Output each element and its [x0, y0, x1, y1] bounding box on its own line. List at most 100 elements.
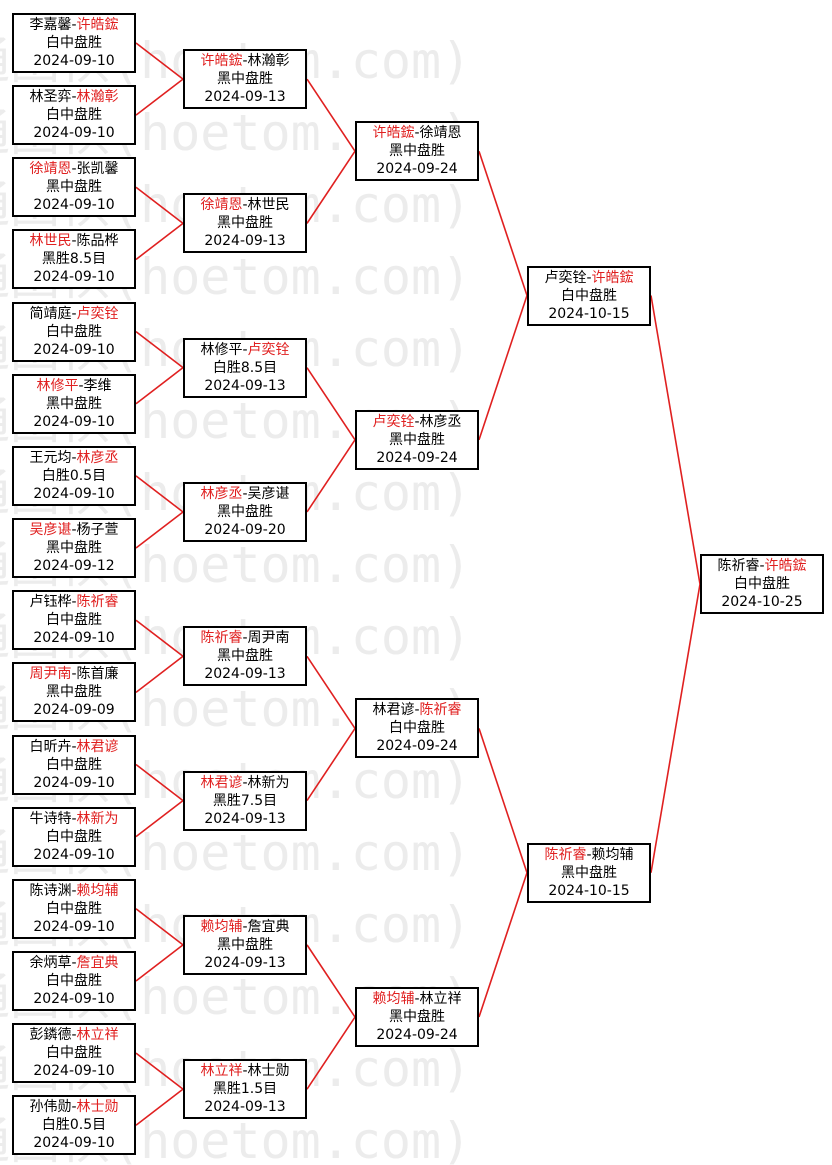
white-player: 陈品桦	[76, 233, 119, 249]
black-player: 卢奕铨	[372, 414, 415, 430]
player-separator: -	[586, 847, 592, 863]
match-result: 黑中盘胜	[217, 504, 273, 520]
black-player: 周尹南	[29, 666, 72, 682]
match-date: 2024-09-10	[33, 125, 115, 141]
bracket-line	[135, 1088, 184, 1126]
bracket-line	[135, 222, 184, 261]
white-player: 陈祈睿	[76, 594, 119, 610]
match-date: 2024-10-15	[548, 306, 630, 322]
match-players: 陈祈睿-周尹南	[185, 629, 305, 647]
match-result: 黑中盘胜	[389, 1009, 445, 1025]
match-date: 2024-09-10	[33, 630, 115, 646]
bracket-line	[306, 1016, 356, 1090]
white-player: 卢奕铨	[247, 342, 290, 358]
bracket-line	[306, 150, 356, 224]
bracket-line	[135, 1052, 184, 1090]
black-player: 陈祈睿	[717, 558, 760, 574]
bracket-line	[306, 727, 356, 802]
match-result: 白中盘胜	[46, 973, 102, 989]
white-player: 李维	[83, 378, 112, 394]
bracket-line	[135, 655, 184, 693]
black-player: 卢钰桦	[29, 594, 72, 610]
match-date: 2024-09-10	[33, 269, 115, 285]
bracket-line	[478, 150, 528, 296]
white-player: 许皓鋐	[764, 558, 807, 574]
match-date: 2024-10-25	[721, 594, 803, 610]
black-player: 林立祥	[200, 1063, 243, 1079]
match-result: 白胜0.5目	[41, 468, 107, 484]
bracket-line	[135, 763, 184, 802]
match-result: 白胜0.5目	[41, 1117, 107, 1133]
white-player: 林瀚彰	[247, 53, 290, 69]
black-player: 林君谚	[372, 702, 415, 718]
player-separator: -	[71, 739, 77, 755]
match-players: 简靖庭-卢奕铨	[14, 305, 134, 323]
match-result: 白中盘胜	[46, 829, 102, 845]
match-result: 黑中盘胜	[46, 540, 102, 556]
match-players: 陈祈睿-赖均辅	[529, 846, 649, 864]
white-player: 林世民	[247, 197, 290, 213]
match-players: 许皓鋐-林瀚彰	[185, 52, 305, 70]
black-player: 余炳草	[29, 955, 72, 971]
black-player: 白昕卉	[29, 739, 72, 755]
match-players: 陈祈睿-许皓鋐	[702, 557, 822, 575]
player-separator: -	[414, 991, 420, 1007]
match-result: 黑中盘胜	[46, 684, 102, 700]
black-player: 卢奕铨	[544, 270, 587, 286]
match-result: 黑中盘胜	[217, 215, 273, 231]
bracket-line	[478, 728, 528, 873]
match-players: 林修平-李维	[14, 377, 134, 395]
bracket-line	[135, 511, 184, 549]
match-result: 白中盘胜	[389, 720, 445, 736]
white-player: 吴彦谌	[247, 486, 290, 502]
match-date: 2024-09-10	[33, 991, 115, 1007]
white-player: 林彦丞	[76, 450, 119, 466]
player-separator: -	[414, 414, 420, 430]
match-date: 2024-09-13	[204, 811, 286, 827]
white-player: 林新为	[76, 811, 119, 827]
match-players: 徐靖恩-林世民	[185, 196, 305, 214]
black-player: 吴彦谌	[29, 522, 72, 538]
match-players: 陈诗渊-赖均辅	[14, 882, 134, 900]
white-player: 陈祈睿	[419, 702, 462, 718]
match-result: 黑胜1.5目	[212, 1081, 278, 1097]
match-date: 2024-09-20	[204, 522, 286, 538]
match-date: 2024-09-10	[33, 342, 115, 358]
match-players: 吴彦谌-杨子萱	[14, 521, 134, 539]
black-player: 林世民	[29, 233, 72, 249]
black-player: 牛诗特	[29, 811, 72, 827]
white-player: 卢奕铨	[76, 306, 119, 322]
player-separator: -	[242, 342, 248, 358]
match-date: 2024-09-13	[204, 1099, 286, 1115]
player-separator: -	[71, 522, 77, 538]
player-separator: -	[242, 1063, 248, 1079]
white-player: 林君谚	[76, 739, 119, 755]
match-players: 牛诗特-林新为	[14, 810, 134, 828]
match-result: 白胜8.5目	[212, 360, 278, 376]
white-player: 陈首廉	[76, 666, 119, 682]
player-separator: -	[242, 53, 248, 69]
bracket-line	[478, 295, 528, 441]
match-players: 白昕卉-林君谚	[14, 738, 134, 756]
white-player: 林新为	[247, 775, 290, 791]
match-date: 2024-10-15	[548, 883, 630, 899]
black-player: 林彦丞	[200, 486, 243, 502]
bracket-line	[306, 944, 356, 1018]
black-player: 林修平	[36, 378, 79, 394]
player-separator: -	[71, 233, 77, 249]
bracket-line	[135, 799, 184, 838]
